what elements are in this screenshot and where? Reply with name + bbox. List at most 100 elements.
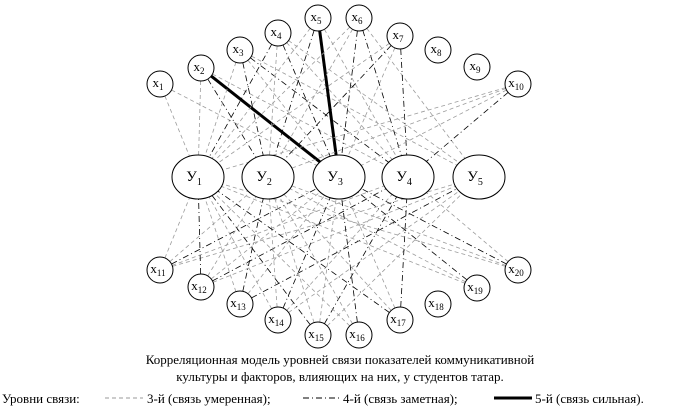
node-outline-y2 bbox=[241, 154, 295, 200]
node-label-x8: x8 bbox=[431, 41, 443, 58]
edge-x4-y4-level3 bbox=[286, 42, 393, 160]
edge-x7-y4-level4 bbox=[400, 48, 408, 156]
edge-x5-y2-level4 bbox=[274, 30, 315, 156]
legend-level4-label: 4-й (связь заметная); bbox=[343, 391, 458, 406]
node-x4: x4 bbox=[264, 19, 292, 47]
node-outline-x1 bbox=[146, 70, 174, 98]
node-x15: x15 bbox=[304, 321, 332, 349]
edge-x15-y4-level4 bbox=[324, 196, 398, 324]
edge-x7-y3-level3 bbox=[347, 47, 396, 157]
node-outline-x16 bbox=[345, 321, 373, 349]
edge-x1-y1-level3 bbox=[164, 95, 190, 157]
node-x8: x8 bbox=[424, 36, 452, 64]
edge-x4-y2-level3 bbox=[269, 45, 278, 156]
node-outline-x11 bbox=[146, 256, 174, 284]
edge-x14-y3-level4 bbox=[282, 197, 331, 309]
edge-x13-y5-level4 bbox=[251, 188, 458, 299]
node-x16: x16 bbox=[345, 321, 373, 349]
node-x9: x9 bbox=[463, 53, 491, 81]
edge-x15-y1-level4 bbox=[211, 195, 311, 325]
edge-x3-y2-level4 bbox=[242, 62, 264, 156]
node-x11: x11 bbox=[146, 256, 174, 284]
edge-x17-y3-level3 bbox=[347, 197, 396, 309]
legend-level5-label: 5-й (связь сильная). bbox=[535, 391, 644, 406]
node-x3: x3 bbox=[226, 36, 254, 64]
node-y4: У4 bbox=[381, 154, 435, 200]
edge-x2-y3-level5 bbox=[210, 74, 321, 164]
edge-x17-y4-level4 bbox=[400, 198, 408, 308]
edge-x5-y1-level3 bbox=[211, 28, 311, 159]
legend-title: Уровни связи: bbox=[2, 391, 80, 406]
node-outline-x17 bbox=[386, 306, 414, 334]
edge-x10-y4-level4 bbox=[426, 92, 509, 162]
edge-x3-y3-level3 bbox=[247, 60, 325, 159]
edge-x15-y2-level3 bbox=[274, 198, 315, 323]
edges-layer bbox=[164, 26, 509, 327]
node-outline-y3 bbox=[312, 154, 366, 200]
node-outline-x13 bbox=[226, 290, 254, 318]
edge-x6-y3-level4 bbox=[341, 30, 358, 156]
edge-x3-y4-level4 bbox=[250, 57, 389, 163]
node-x17: x17 bbox=[386, 306, 414, 334]
edge-x3-y1-level3 bbox=[204, 62, 237, 156]
edge-x20-y3-level4 bbox=[360, 188, 507, 265]
node-outline-x15 bbox=[304, 321, 332, 349]
node-label-x4: x4 bbox=[271, 24, 283, 41]
edge-x16-y1-level3 bbox=[214, 193, 351, 327]
edge-x10-y3-level3 bbox=[360, 89, 507, 166]
edge-x19-y3-level4 bbox=[357, 191, 468, 281]
edge-x10-y2-level3 bbox=[291, 88, 506, 169]
legend-line-level4 bbox=[303, 397, 339, 399]
caption-line-1: Корреляционная модель уровней связи пока… bbox=[145, 352, 535, 367]
edge-x5-y4-level3 bbox=[324, 29, 398, 158]
edge-x13-y1-level3 bbox=[204, 198, 237, 292]
node-x14: x14 bbox=[264, 306, 292, 334]
edge-x20-y2-level3 bbox=[291, 185, 506, 266]
node-x12: x12 bbox=[187, 273, 215, 301]
edge-x6-y1-level3 bbox=[214, 26, 351, 161]
node-x18: x18 bbox=[424, 290, 452, 318]
node-outline-x10 bbox=[504, 70, 532, 98]
node-outline-x20 bbox=[504, 256, 532, 284]
edge-x16-y2-level3 bbox=[279, 196, 353, 324]
node-x1: x1 bbox=[146, 70, 174, 98]
node-x7: x7 bbox=[386, 22, 414, 50]
legend-level3-label: 3-й (связь умеренная); bbox=[147, 391, 271, 406]
node-label-x1: x1 bbox=[153, 75, 164, 92]
legend-line-level5 bbox=[494, 396, 532, 400]
edge-x2-y2-level4 bbox=[207, 78, 257, 158]
edge-x14-y4-level3 bbox=[286, 194, 393, 311]
edge-x13-y2-level4 bbox=[242, 198, 264, 292]
node-outline-x18 bbox=[424, 290, 452, 318]
node-outline-x7 bbox=[386, 22, 414, 50]
legend-line-level3 bbox=[105, 397, 143, 399]
edge-x4-y1-level4 bbox=[208, 44, 273, 158]
node-outline-x12 bbox=[187, 273, 215, 301]
node-outline-x2 bbox=[187, 54, 215, 82]
node-label-x9: x9 bbox=[470, 58, 482, 75]
node-outline-x5 bbox=[304, 4, 332, 32]
edge-x14-y1-level3 bbox=[208, 196, 273, 309]
node-y2: У2 bbox=[241, 154, 295, 200]
edge-x2-y1-level3 bbox=[198, 80, 202, 156]
node-x10: x10 bbox=[504, 70, 532, 98]
edge-x6-y5-level3 bbox=[366, 28, 466, 159]
node-outline-x6 bbox=[345, 4, 373, 32]
edge-x6-y2-level3 bbox=[278, 29, 353, 158]
node-y5: У5 bbox=[452, 154, 506, 200]
edge-x14-y2-level3 bbox=[269, 198, 278, 308]
edge-x7-y2-level4 bbox=[283, 45, 392, 161]
node-outline-x19 bbox=[463, 274, 491, 302]
node-label-x2: x2 bbox=[194, 59, 205, 76]
edge-x19-y1-level3 bbox=[221, 185, 466, 284]
node-y1: У1 bbox=[171, 154, 225, 200]
node-outline-x9 bbox=[463, 53, 491, 81]
edge-x19-y2-level3 bbox=[289, 188, 466, 283]
node-outline-y4 bbox=[381, 154, 435, 200]
node-x6: x6 bbox=[345, 4, 373, 32]
node-outline-x4 bbox=[264, 19, 292, 47]
edge-x17-y2-level3 bbox=[283, 194, 392, 311]
edge-x5-y3-level5 bbox=[318, 30, 338, 156]
node-outline-y1 bbox=[171, 154, 225, 200]
